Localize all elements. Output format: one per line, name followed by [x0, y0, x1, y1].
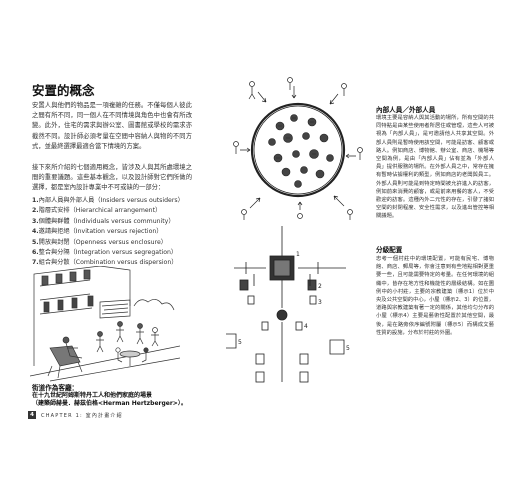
list-text: 組合與分散（Combination versus dispersion） [38, 259, 178, 267]
list-item: 7.組合與分散（Combination versus dispersion） [32, 258, 212, 268]
list-text: 個體與群體（Individuals versus community） [38, 217, 175, 225]
list-number: 3. [32, 217, 39, 225]
section-title: 安置的概念 [32, 83, 95, 98]
page-number: 4 [28, 411, 36, 419]
concepts-paragraph: 接下來所介紹的七個適用概念，皆涉及人與其所處環境之間的重要議題。這些基本觀念，以… [32, 164, 192, 192]
svg-text:5: 5 [346, 345, 350, 352]
street-sketch-illustration [30, 266, 180, 382]
list-item: 1.內部人員與外部人員（Insiders versus outsiders） [32, 196, 212, 206]
list-number: 1. [32, 197, 39, 204]
list-number: 7. [32, 259, 39, 267]
hierarchy-text: 忠考一個村莊中的環境配置，可能有民宅、博物館、商店、郵局等，你會注意到有些地點相… [376, 256, 494, 336]
list-text: 開放與封閉（Openness versus enclosure） [38, 238, 167, 246]
list-item: 2.階層式安排（Hierarchical arrangement） [32, 206, 212, 216]
svg-text:5: 5 [238, 339, 242, 346]
list-text: 階層式安排（Hierarchical arrangement） [38, 207, 162, 215]
list-text: 內部人員與外部人員（Insiders versus outsiders） [38, 197, 184, 204]
list-number: 5. [32, 238, 39, 246]
caption-line-2: （建築師赫曼．赫茲伯格<Herman Hertzberger>）。 [32, 400, 187, 408]
list-item: 6.整合與分隔（Integration versus segregation） [32, 248, 212, 258]
svg-text:2: 2 [318, 283, 322, 290]
hierarchy-heading: 分級配置 [376, 246, 403, 254]
svg-text:4: 4 [304, 323, 308, 330]
list-item: 4.邀請與拒絕（Invitation versus rejection） [32, 227, 212, 237]
village-plan-diagram: 1 2 3 4 5 5 [226, 226, 350, 383]
concept-list: 1.內部人員與外部人員（Insiders versus outsiders） 2… [32, 196, 212, 269]
list-text: 整合與分隔（Integration versus segregation） [38, 249, 178, 257]
list-number: 4. [32, 228, 39, 236]
chapter-label: CHAPTER 1: 室內計畫介紹 [41, 412, 123, 419]
list-number: 2. [32, 207, 39, 215]
list-item: 3.個體與群體（Individuals versus community） [32, 217, 212, 227]
list-text: 邀請與拒絕（Invitation versus rejection） [38, 228, 163, 236]
svg-text:1: 1 [296, 251, 300, 258]
caption-title: 街道作為客廳： [32, 384, 79, 392]
insiders-outsiders-diagram [233, 77, 363, 220]
svg-text:3: 3 [318, 299, 322, 306]
insiders-outsiders-heading: 內部人員／外部人員 [376, 106, 436, 114]
intro-paragraph: 安置人與他們的物品是一項複雜的任務。不僅每個人彼此之間有所不同，同一個人在不同情… [32, 102, 192, 150]
caption-line-1: 在十九世紀阿姆斯特丹工人和他們家庭的場景 [32, 392, 153, 400]
page-footer: 4 CHAPTER 1: 室內計畫介紹 [28, 410, 123, 420]
list-number: 6. [32, 249, 39, 257]
list-item: 5.開放與封閉（Openness versus enclosure） [32, 238, 212, 248]
insiders-outsiders-text: 環境主要是容納人與其活動的場所，所有空間的共同特點是由某些使用者所居住或管理，這… [376, 115, 494, 220]
figure-caption: 街道作為客廳： 在十九世紀阿姆斯特丹工人和他們家庭的場景 （建築師赫曼．赫茲伯格… [32, 384, 207, 409]
